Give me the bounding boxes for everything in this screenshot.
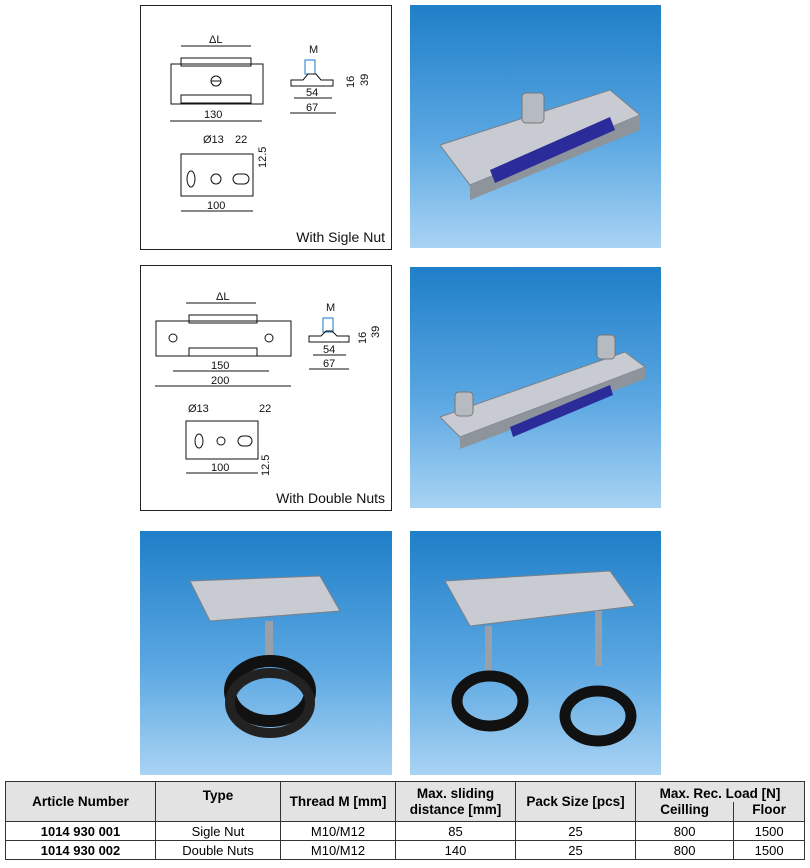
- single-nut-pipe-clamp-image: [189, 575, 341, 738]
- header-sliding-distance: Max. sliding distance [mm]: [395, 781, 516, 822]
- dim-22: 22: [259, 403, 271, 415]
- dim-12-5: 12.5: [260, 455, 272, 476]
- product-table: Article Number Type Thread M [mm] Max. s…: [5, 781, 805, 860]
- dim-67: 67: [323, 358, 335, 370]
- double-nuts-product-image: [439, 334, 647, 449]
- single-nut-drawing: ΔL 130 M 54 67 16 39 Ø13 22 12.5 100 Wit…: [140, 5, 392, 250]
- dim-67: 67: [306, 102, 318, 114]
- header-type: Type: [155, 781, 281, 822]
- double-nuts-pipe-clamp-image: [444, 570, 637, 747]
- single-nut-product-image: [439, 89, 641, 200]
- table-row: 1014 930 002 Double Nuts M10/M12 140 25 …: [5, 840, 805, 860]
- double-nuts-product-photo: [410, 267, 661, 508]
- dim-22: 22: [235, 134, 247, 146]
- dim-16: 16: [345, 76, 357, 88]
- cell-thread: M10/M12: [280, 840, 396, 860]
- table-row: 1014 930 001 Sigle Nut M10/M12 85 25 800…: [5, 821, 805, 841]
- cell-article: 1014 930 002: [5, 840, 156, 860]
- single-nut-technical-drawing: ΔL 130 M 54 67 16 39 Ø13 22 12.5 100: [170, 34, 371, 212]
- dim-54: 54: [323, 344, 335, 356]
- double-nuts-installed-photo: [410, 531, 661, 775]
- header-pack-size: Pack Size [pcs]: [515, 781, 636, 822]
- single-nut-product-photo: [410, 5, 661, 248]
- cell-type: Sigle Nut: [155, 821, 281, 841]
- dim-m: M: [326, 302, 335, 314]
- header-article-number: Article Number: [5, 781, 156, 822]
- dim-13: Ø13: [188, 403, 209, 415]
- single-nut-installed-photo: [140, 531, 392, 775]
- dim-16: 16: [357, 332, 369, 344]
- header-ceiling: Ceilling: [634, 802, 735, 822]
- dim-delta-l: ΔL: [209, 34, 222, 46]
- cell-sliding: 85: [395, 821, 516, 841]
- cell-floor: 1500: [733, 840, 805, 860]
- cell-type: Double Nuts: [155, 840, 281, 860]
- caption-single-nut: With Sigle Nut: [296, 229, 385, 245]
- double-nuts-technical-drawing: ΔL 150 200 M 54 67 16 39 Ø13 22 12.5 100: [155, 291, 382, 476]
- dim-100: 100: [207, 200, 225, 212]
- cell-pack: 25: [515, 821, 636, 841]
- caption-double-nuts: With Double Nuts: [276, 490, 385, 506]
- dim-12-5: 12.5: [257, 147, 269, 168]
- dim-m: M: [309, 44, 318, 56]
- cell-sliding: 140: [395, 840, 516, 860]
- dim-54: 54: [306, 87, 318, 99]
- dim-delta-l: ΔL: [216, 291, 229, 303]
- dim-13: Ø13: [203, 134, 224, 146]
- dim-39: 39: [370, 326, 382, 338]
- cell-floor: 1500: [733, 821, 805, 841]
- cell-thread: M10/M12: [280, 821, 396, 841]
- cell-ceiling: 800: [634, 821, 735, 841]
- header-thread: Thread M [mm]: [280, 781, 396, 822]
- cell-pack: 25: [515, 840, 636, 860]
- cell-article: 1014 930 001: [5, 821, 156, 841]
- dim-39: 39: [359, 74, 371, 86]
- header-max-load: Max. Rec. Load [N]: [635, 781, 805, 802]
- cell-ceiling: 800: [634, 840, 735, 860]
- header-floor: Floor: [733, 802, 805, 822]
- double-nuts-drawing: ΔL 150 200 M 54 67 16 39 Ø13 22 12.5 100…: [140, 265, 392, 511]
- dim-130: 130: [204, 109, 222, 121]
- dim-200: 200: [211, 375, 229, 387]
- dim-100: 100: [211, 462, 229, 474]
- dim-150: 150: [211, 360, 229, 372]
